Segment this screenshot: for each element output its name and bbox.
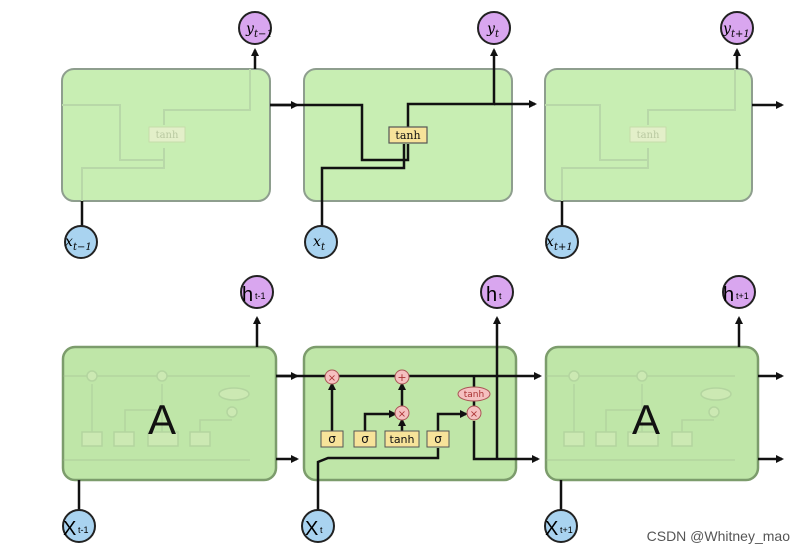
svg-text:t+1: t+1	[731, 29, 750, 40]
watermark: CSDN @Whitney_mao	[646, 528, 790, 544]
svg-text:+: +	[397, 371, 406, 384]
lstm-input-node-1: X t-1	[62, 509, 96, 543]
svg-text:t: t	[321, 242, 326, 253]
svg-text:h: h	[242, 284, 253, 306]
svg-text:σ: σ	[434, 432, 442, 446]
rnn-input-node-3: x t+1	[545, 225, 579, 259]
svg-text:t-1: t-1	[255, 291, 266, 301]
lstm-gate-forget: σ	[320, 430, 344, 448]
svg-text:σ: σ	[328, 432, 336, 446]
lstm-cell-middle: σ σ tanh σ × +	[276, 316, 542, 510]
svg-text:t+1: t+1	[736, 291, 749, 301]
lstm-cell-right: A	[544, 345, 760, 482]
lstm-output-node-2: h t	[480, 275, 514, 309]
rnn-left-layer-label: tanh	[156, 130, 179, 141]
svg-text:t−1: t−1	[254, 29, 273, 40]
svg-text:X: X	[305, 518, 318, 540]
svg-text:×: ×	[328, 373, 336, 384]
svg-text:t+1: t+1	[560, 525, 573, 535]
svg-text:x: x	[313, 234, 321, 250]
svg-text:tanh: tanh	[390, 433, 415, 446]
lstm-op-input-multiply: ×	[394, 405, 410, 421]
lstm-op-tanh: tanh	[457, 386, 491, 402]
svg-text:×: ×	[470, 409, 478, 420]
rnn-input-node-2: x t	[304, 225, 338, 259]
rnn-row: tanh tanh tanh y t−	[61, 11, 784, 259]
lstm-gate-candidate: tanh	[384, 430, 420, 448]
svg-text:t: t	[495, 29, 500, 40]
rnn-output-node-3: y t+1	[720, 11, 754, 45]
svg-text:t: t	[320, 525, 323, 535]
lstm-gate-output: σ	[426, 430, 450, 448]
svg-text:t+1: t+1	[554, 242, 573, 253]
rnn-output-node-1: y t−1	[238, 11, 273, 45]
lstm-gate-input: σ	[353, 430, 377, 448]
rnn-cell-left: tanh	[61, 68, 271, 202]
svg-text:tanh: tanh	[464, 390, 484, 400]
svg-text:y: y	[722, 21, 732, 37]
svg-text:x: x	[65, 234, 73, 250]
lstm-op-add: +	[394, 369, 410, 385]
svg-text:t−1: t−1	[73, 242, 92, 253]
rnn-input-node-1: x t−1	[64, 225, 98, 259]
rnn-cell-right: tanh	[544, 68, 753, 202]
lstm-output-node-3: h t+1	[722, 275, 756, 309]
svg-text:X: X	[63, 518, 76, 540]
lstm-left-cell-name: A	[148, 396, 176, 443]
rnn-output-node-2: y t	[477, 11, 511, 45]
lstm-output-node-1: h t-1	[240, 275, 274, 309]
svg-text:t: t	[499, 291, 502, 301]
svg-text:y: y	[245, 21, 255, 37]
lstm-input-node-3: X t+1	[544, 509, 578, 543]
rnn-cell-middle: tanh	[270, 48, 537, 229]
lstm-right-cell-name: A	[632, 396, 660, 443]
svg-text:h: h	[723, 284, 734, 306]
lstm-input-node-2: X t	[301, 509, 335, 543]
lstm-op-output-multiply: ×	[466, 405, 482, 421]
rnn-right-layer-label: tanh	[637, 130, 660, 141]
svg-text:×: ×	[398, 409, 406, 420]
svg-text:X: X	[545, 518, 558, 540]
lstm-op-forget-multiply: ×	[324, 369, 340, 385]
svg-text:x: x	[546, 234, 554, 250]
rnn-middle-layer-label: tanh	[395, 129, 420, 142]
svg-text:h: h	[486, 284, 497, 306]
svg-text:t-1: t-1	[78, 525, 89, 535]
lstm-cell-left: A	[61, 345, 278, 482]
svg-text:σ: σ	[361, 432, 369, 446]
lstm-row: A σ	[61, 275, 784, 543]
svg-text:y: y	[486, 21, 496, 37]
